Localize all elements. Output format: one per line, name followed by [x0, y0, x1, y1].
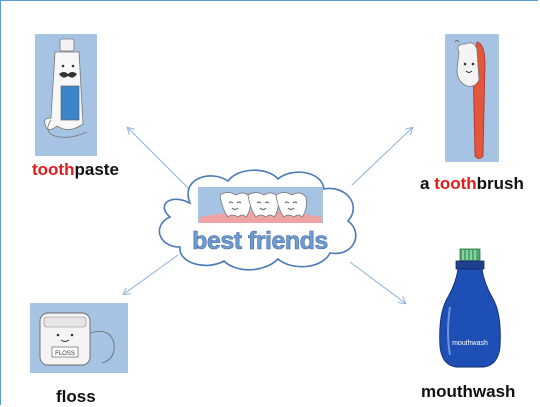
mouthwash-bottle-text: mouthwash [452, 340, 488, 347]
arrow-to-toothpaste [128, 128, 191, 191]
arrow-to-toothbrush [351, 128, 412, 186]
arrow-to-mouthwash [349, 261, 405, 303]
toothbrush-image [445, 34, 499, 162]
toothpaste-image [35, 34, 97, 156]
floss-image: FLOSS [30, 303, 128, 373]
floss-label: floss [56, 387, 96, 406]
mouthwash-label: mouthwash [421, 382, 516, 401]
mouthwash-image: mouthwash [432, 247, 508, 371]
toothpaste-tube-icon [44, 38, 88, 138]
smiling-teeth-icon [198, 187, 323, 223]
toothbrush-icon [454, 40, 486, 159]
floss-box-text: FLOSS [55, 351, 75, 357]
mouthwash-bottle-icon: mouthwash [439, 248, 501, 368]
teeth-image [198, 187, 323, 223]
arrow-to-floss [124, 254, 179, 294]
floss-container-icon: FLOSS [39, 312, 115, 366]
toothbrush-label: a toothbrush [420, 174, 524, 193]
center-label: best friends [192, 227, 329, 256]
toothpaste-label: toothpaste [32, 160, 119, 179]
